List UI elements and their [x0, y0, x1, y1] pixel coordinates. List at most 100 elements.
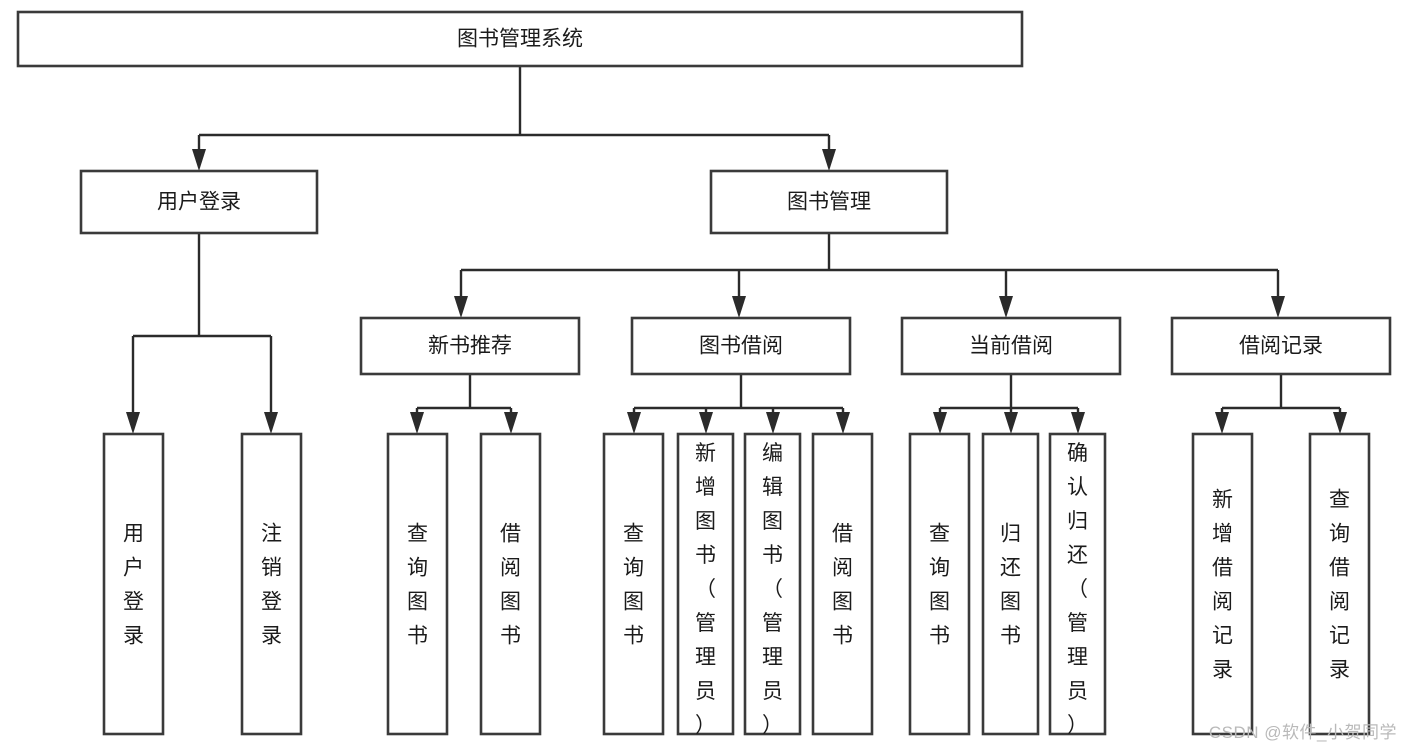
- node-box[interactable]: [1191, 432, 1254, 736]
- connector-new-book-recommend-to-leaves: [410, 374, 518, 434]
- node-label-char: 录: [1329, 658, 1350, 681]
- node-box[interactable]: [676, 432, 735, 736]
- node-label-char: 员: [1067, 680, 1088, 703]
- node-box[interactable]: [602, 432, 665, 736]
- node-leaf-user-login[interactable]: 用户登录: [102, 432, 165, 736]
- node-label-char: 书: [929, 624, 950, 647]
- arrow-head-icon: [732, 296, 746, 318]
- node-label-char: 新: [695, 442, 716, 465]
- node-label-char: 记: [1212, 624, 1233, 647]
- node-label-char: 借: [500, 522, 521, 545]
- node-label-char: 户: [123, 556, 144, 579]
- node-user-login[interactable]: 用户登录: [79, 169, 319, 235]
- node-book-borrow[interactable]: 图书借阅: [630, 316, 852, 376]
- node-box[interactable]: [79, 169, 319, 235]
- connector-root-to-level2: [192, 66, 836, 171]
- node-box[interactable]: [359, 316, 581, 376]
- arrow-head-icon: [933, 412, 947, 434]
- node-label-char: 询: [407, 556, 428, 579]
- node-box[interactable]: [709, 169, 949, 235]
- node-label-char: 管: [762, 612, 783, 635]
- node-current-borrow[interactable]: 当前借阅: [900, 316, 1122, 376]
- node-new-book-recommend[interactable]: 新书推荐: [359, 316, 581, 376]
- node-label-char: 辑: [762, 476, 783, 499]
- arrow-head-icon: [999, 296, 1013, 318]
- node-box[interactable]: [900, 316, 1122, 376]
- connector-book-borrow-to-leaves: [627, 374, 850, 434]
- node-box[interactable]: [1308, 432, 1371, 736]
- node-label-char: 记: [1329, 624, 1350, 647]
- arrow-head-icon: [504, 412, 518, 434]
- node-box[interactable]: [479, 432, 542, 736]
- arrow-head-icon: [699, 412, 713, 434]
- node-box[interactable]: [811, 432, 874, 736]
- node-label-char: 归: [1000, 522, 1021, 545]
- node-box[interactable]: [743, 432, 802, 736]
- node-label-char: ）: [695, 714, 716, 737]
- node-book-management[interactable]: 图书管理: [709, 169, 949, 235]
- node-label-char: （: [762, 578, 783, 601]
- node-box[interactable]: [16, 10, 1024, 68]
- node-label-char: 图: [929, 590, 950, 613]
- node-label-char: 员: [762, 680, 783, 703]
- node-label-char: 员: [695, 680, 716, 703]
- node-box[interactable]: [240, 432, 303, 736]
- node-layer: 图书管理系统用户登录图书管理新书推荐图书借阅当前借阅借阅记录用户登录注销登录查询…: [16, 10, 1392, 737]
- node-box[interactable]: [908, 432, 971, 736]
- node-root[interactable]: 图书管理系统: [16, 10, 1024, 68]
- node-label-char: 书: [1000, 624, 1021, 647]
- node-box[interactable]: [102, 432, 165, 736]
- node-label-char: 书: [832, 624, 853, 647]
- arrow-head-icon: [454, 296, 468, 318]
- node-label-char: 图: [407, 590, 428, 613]
- arrow-head-icon: [822, 149, 836, 171]
- node-label-char: 图: [695, 510, 716, 533]
- arrow-head-icon: [1271, 296, 1285, 318]
- connector-book-management-to-level3: [454, 233, 1285, 318]
- csdn-watermark: CSDN @软件_小贺同学: [1208, 723, 1397, 742]
- node-box[interactable]: [1048, 432, 1107, 736]
- node-label-char: 还: [1067, 544, 1088, 567]
- arrow-head-icon: [1215, 412, 1229, 434]
- node-box[interactable]: [981, 432, 1040, 736]
- node-label-char: 询: [1329, 522, 1350, 545]
- node-label-char: 书: [407, 624, 428, 647]
- node-label-char: 理: [762, 646, 783, 669]
- node-label-char: 录: [1212, 658, 1233, 681]
- node-box[interactable]: [630, 316, 852, 376]
- node-label-char: 认: [1067, 476, 1088, 499]
- node-label-char: 图: [1000, 590, 1021, 613]
- node-label-char: 理: [1067, 646, 1088, 669]
- node-label-char: 查: [407, 522, 428, 545]
- node-label-char: 阅: [500, 556, 521, 579]
- node-label: 图书管理: [787, 191, 871, 214]
- node-label-char: 销: [261, 556, 282, 579]
- node-borrow-record[interactable]: 借阅记录: [1170, 316, 1392, 376]
- arrow-head-icon: [766, 412, 780, 434]
- arrow-head-icon: [1071, 412, 1085, 434]
- node-box[interactable]: [386, 432, 449, 736]
- node-label-char: 查: [623, 522, 644, 545]
- node-box[interactable]: [1170, 316, 1392, 376]
- node-label: 用户登录: [157, 191, 241, 214]
- arrow-head-icon: [126, 412, 140, 434]
- node-label-char: （: [695, 578, 716, 601]
- node-label-char: 登: [261, 590, 282, 613]
- node-label-char: ）: [1067, 714, 1088, 737]
- node-label: 新书推荐: [428, 335, 512, 358]
- node-label-char: 归: [1067, 510, 1088, 533]
- node-label-char: 注: [261, 522, 282, 545]
